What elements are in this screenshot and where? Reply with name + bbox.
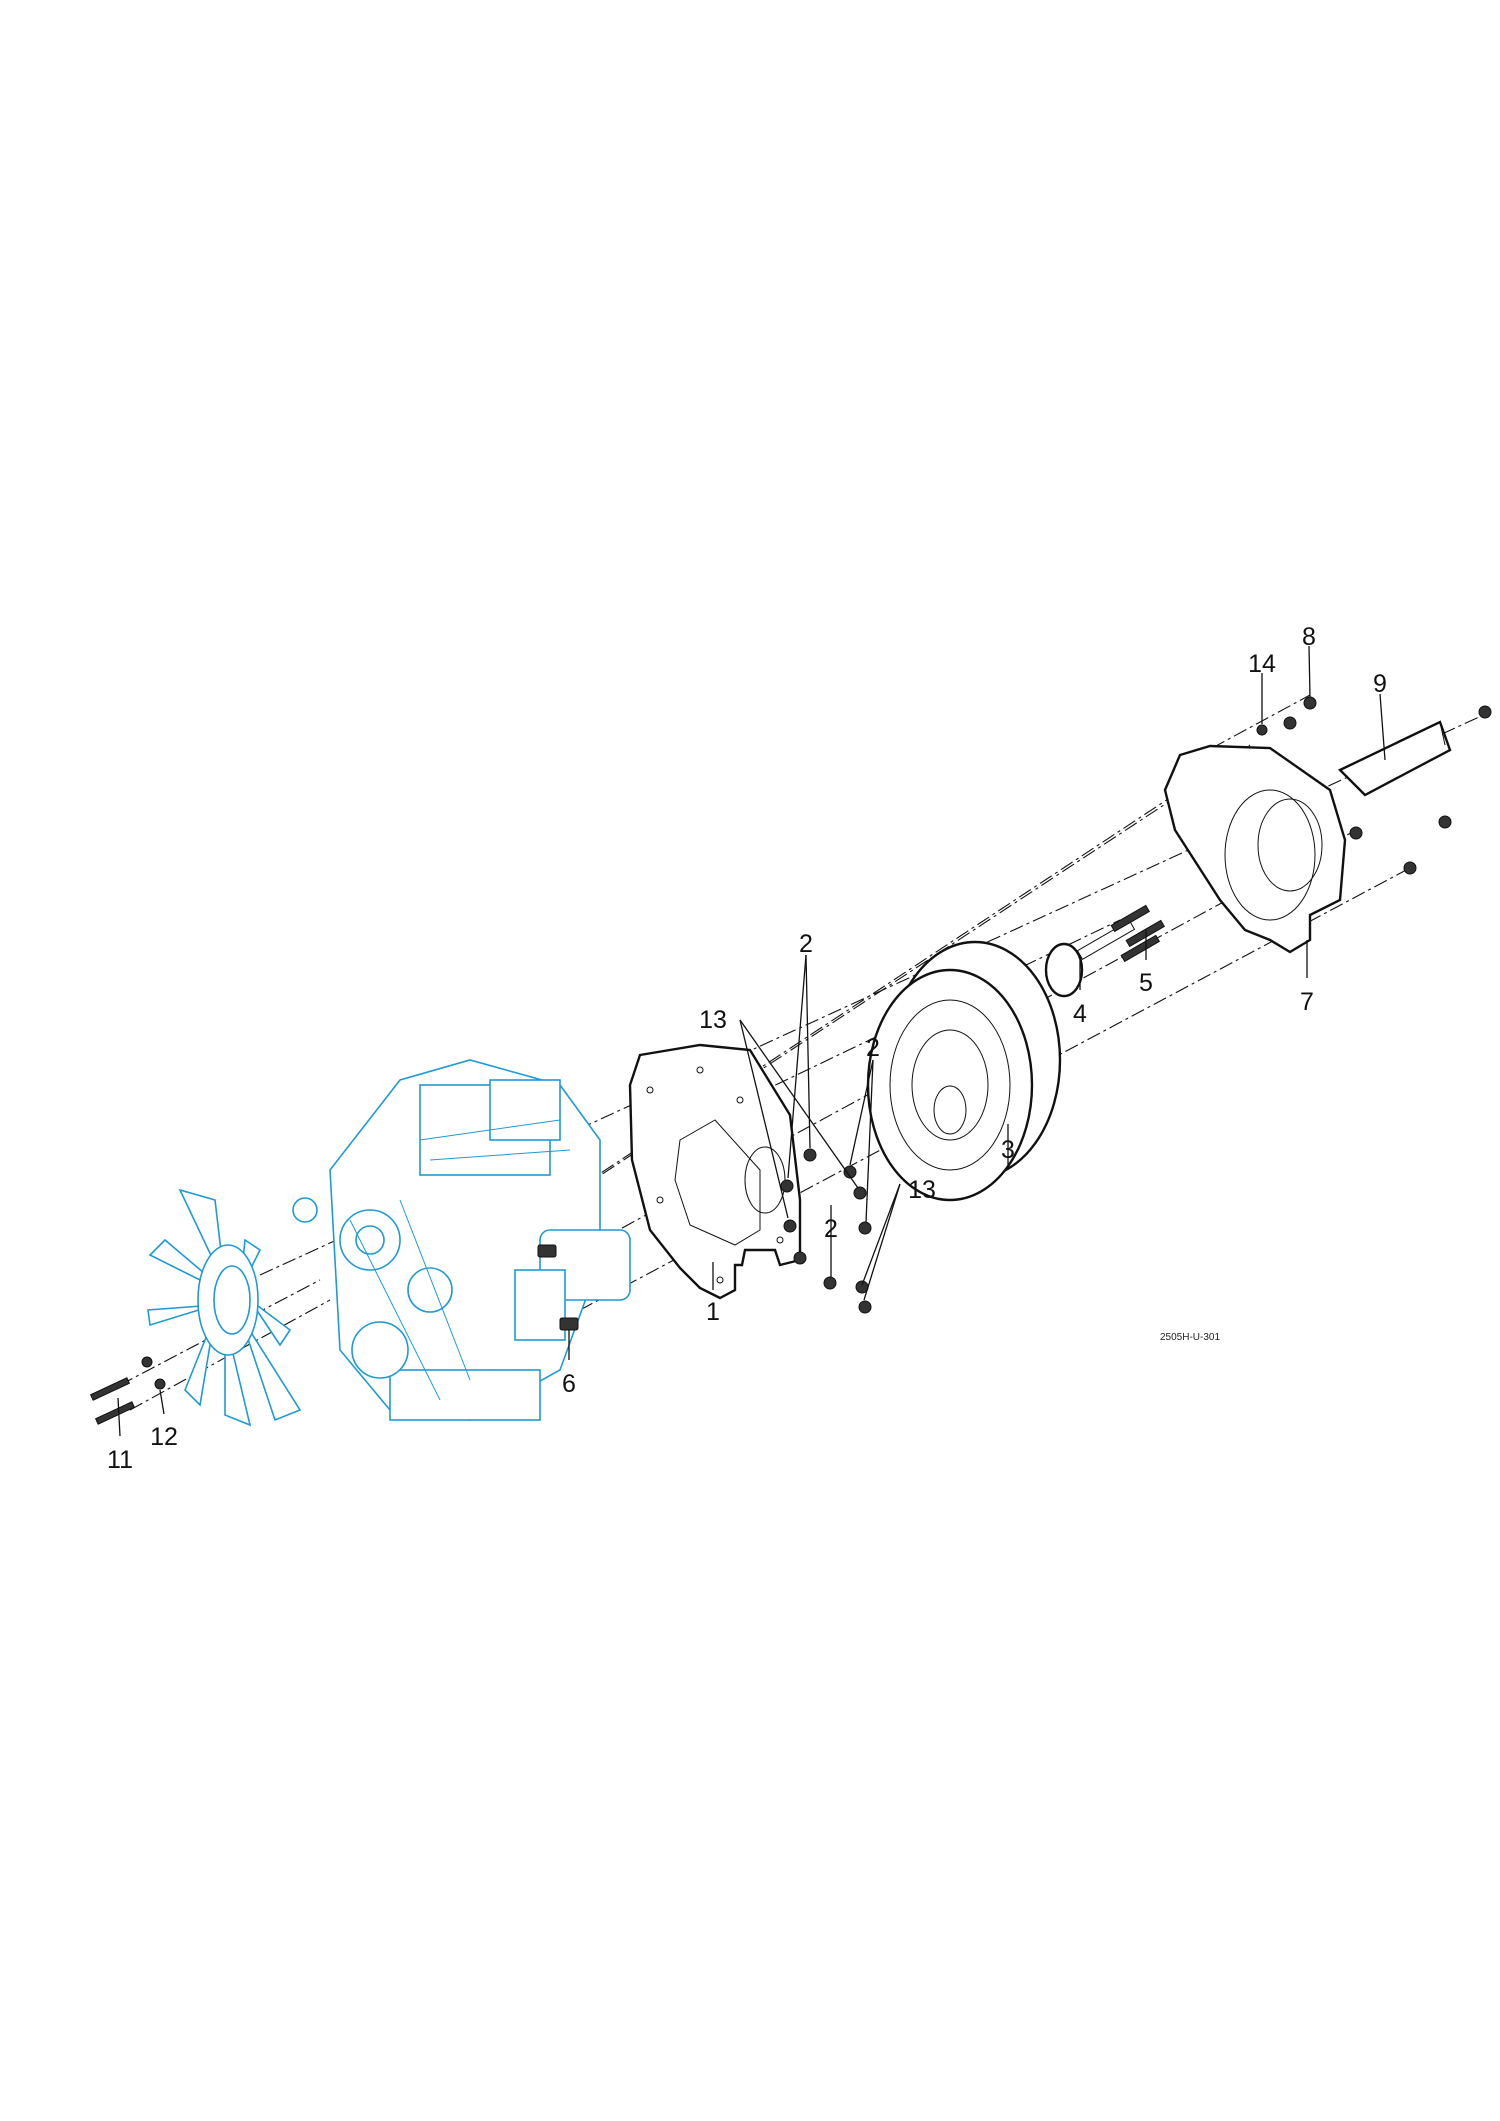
callout-3: 3 <box>1001 1136 1015 1164</box>
callout-13-top: 13 <box>699 1006 727 1034</box>
callout-11: 11 <box>107 1446 133 1474</box>
drawing-code: 2505H-U-301 <box>1160 1332 1220 1343</box>
callout-5: 5 <box>1139 969 1153 997</box>
callout-9: 9 <box>1373 670 1387 698</box>
callout-14: 14 <box>1248 650 1276 678</box>
callout-6: 6 <box>562 1370 576 1398</box>
leader-lines <box>117 645 1386 1437</box>
housing-bolts <box>1256 696 1492 875</box>
engine-assembly <box>292 1059 631 1421</box>
cooling-fan <box>147 1188 302 1427</box>
callout-2-bottom: 2 <box>824 1215 838 1243</box>
cover-part-9 <box>1337 720 1452 797</box>
callout-13-bottom: 13 <box>908 1176 936 1204</box>
drive-plate-bolts-5 <box>1110 904 1166 963</box>
callout-2-right: 2 <box>866 1034 880 1062</box>
flywheel-housing-part-7 <box>1163 744 1347 954</box>
callout-8: 8 <box>1302 623 1316 651</box>
drive-plate-part-4 <box>1044 919 1136 998</box>
plate-part-1 <box>628 1043 802 1300</box>
callout-7: 7 <box>1300 988 1314 1016</box>
callout-12: 12 <box>150 1423 178 1451</box>
starter-bolts <box>537 1244 579 1331</box>
callout-4: 4 <box>1073 1000 1087 1028</box>
plate-bolts <box>780 1148 872 1314</box>
callout-1: 1 <box>706 1298 720 1326</box>
flywheel-part-3 <box>866 940 1062 1202</box>
callout-2-top: 2 <box>799 930 813 958</box>
callout-labels: 1 2 2 2 13 13 3 4 5 6 7 8 9 14 11 12 250… <box>107 623 1387 1474</box>
fan-bolts <box>89 1356 166 1425</box>
